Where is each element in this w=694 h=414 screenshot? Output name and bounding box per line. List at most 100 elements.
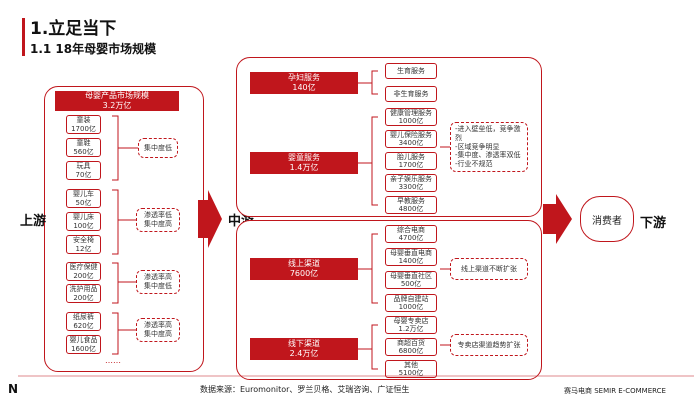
item-value: 500亿 [400,280,422,288]
online-note: 线上渠道不断扩张 [450,258,528,280]
online-channel-header: 线上渠道 7600亿 [250,258,358,280]
item-name: 安全椅 [73,236,94,245]
item-name: 婴儿食品 [69,336,98,345]
note-text: 渗透率高 [144,321,172,330]
maternal-item: 非生育服务 [385,86,437,102]
item-value: 70亿 [75,170,92,179]
upstream-note: 渗透率低集中度高 [136,208,180,232]
arrow-midstream-to-consumer [543,194,572,244]
maternal-item: 生育服务 [385,63,437,79]
note-text: 专卖店渠道趋势扩张 [457,340,521,349]
item-name: 生育服务 [397,66,425,75]
upstream-more: …… [105,356,121,365]
data-source: 数据来源：Euromonitor、罗兰贝格、艾瑞咨询、广证恒生 [200,385,410,394]
bracket-line [112,189,119,255]
item-name: 胎儿服务 [397,152,425,161]
upstream-note: 集中度低 [138,138,178,158]
item-value: 1000亿 [398,303,424,311]
item-name: 母婴垂直社区 [390,271,432,280]
note-text: 集中度高 [144,330,172,338]
upstream-note: 渗透率高集中度低 [136,270,180,294]
note-text: 渗透率低 [144,211,172,220]
page-title: 1.立足当下 [30,19,117,39]
item-name: 品牌自建站 [393,294,429,303]
note-text: 集中度低 [144,282,172,290]
item-name: 其他 [404,360,418,369]
item-name: 综合电商 [397,225,425,234]
footer-logo-mark: N [8,382,19,396]
item-value: 1700亿 [398,161,424,169]
item-value: 1700亿 [71,124,96,133]
item-value: 200亿 [73,293,94,302]
item-name: 母婴垂直电商 [390,248,432,257]
item-name: 婴儿床 [73,213,94,222]
item-name: 母婴专卖店 [393,316,429,325]
upstream-header: 母婴产品市场规模 3.2万亿 [55,91,179,111]
offline-channel-value: 2.4万亿 [289,349,319,358]
item-name: 健康管理服务 [390,108,432,117]
item-name: 非生育服务 [393,89,429,98]
online-channel-name: 线上渠道 [288,259,320,268]
upstream-header-value: 3.2万亿 [102,101,132,110]
bracket-line [371,70,378,95]
item-value: 560亿 [73,147,94,156]
item-value: 12亿 [75,244,92,253]
upstream-header-name: 母婴产品市场规模 [85,91,149,100]
item-name: 婴儿车 [73,190,94,199]
item-value: 1000亿 [398,117,424,125]
item-value: 6800亿 [398,347,424,355]
item-name: 纸尿裤 [73,313,94,322]
item-name: 医疗保健 [69,263,98,272]
item-value: 50亿 [75,198,92,207]
item-value: 4800亿 [398,205,424,213]
note-text: 集中度低 [144,143,172,152]
note-text: 线上渠道不断扩张 [461,264,517,273]
item-name: 亲子娱乐服务 [390,174,432,183]
offline-channel-name: 线下渠道 [288,339,320,348]
note-text: 集中度高 [144,220,172,228]
item-value: 1400亿 [398,257,424,265]
note-text: 渗透率高 [144,273,172,282]
services-note: -进入壁垒低，竞争激烈 -区域竞争明显 -集中度、渗透率双低 -行业不规范 [450,122,528,172]
infant-service-name: 婴童服务 [288,153,320,162]
item-name: 早教服务 [397,196,425,205]
bracket-line [371,324,378,370]
bracket-line [112,262,119,304]
consumer-label: 消费者 [592,215,622,227]
maternal-service-name: 孕妇服务 [288,73,320,82]
item-name: 童装 [76,116,91,125]
title-accent-bar [22,18,25,56]
item-value: 3400亿 [398,139,424,147]
bracket-line [112,115,119,181]
item-name: 玩具 [76,162,91,171]
item-value: 200亿 [73,271,94,280]
offline-channel-header: 线下渠道 2.4万亿 [250,338,358,360]
item-name: 婴儿保险服务 [390,130,432,139]
item-name: 商超百货 [397,338,425,347]
item-value: 1.2万亿 [398,325,424,333]
item-name: 童鞋 [76,139,91,148]
page-subtitle: 1.1 18年母婴市场规模 [30,42,157,56]
stage-downstream: 下游 [640,216,667,231]
note-text: -集中度、渗透率双低 [455,151,521,160]
bracket-line [371,233,378,304]
